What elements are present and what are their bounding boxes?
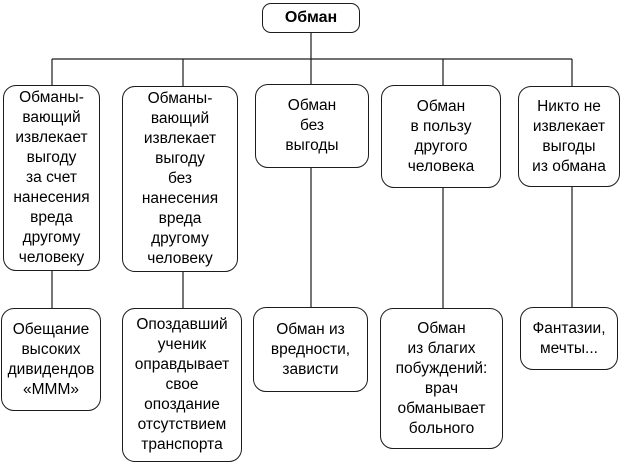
category-node-for-others-benefit: Обман в пользу другого человека: [381, 85, 501, 188]
example-node-mmm-dividends: Обещание высоких дивидендов «МММ»: [1, 308, 101, 411]
example-node-late-student: Опоздавший ученик оправдывает свое опозд…: [122, 308, 242, 462]
example-node-fantasies-dreams: Фантазии, мечты...: [520, 307, 618, 370]
example-node-spite-envy: Обман из вредности, зависти: [253, 307, 368, 392]
category-node-harmful-benefit: Обманы- вающий извлекает выгоду за счет …: [3, 85, 100, 271]
root-node: Обман: [262, 3, 360, 33]
category-node-nobody-benefits: Никто не извлекает выгоды из обмана: [518, 86, 620, 187]
example-node-doctor-white-lie: Обман из благих побуждений: врач обманыв…: [380, 308, 503, 449]
category-node-harmless-benefit: Обманы- вающий извлекает выгоду без нане…: [122, 86, 238, 272]
category-node-no-benefit: Обман без выгоды: [255, 84, 369, 168]
